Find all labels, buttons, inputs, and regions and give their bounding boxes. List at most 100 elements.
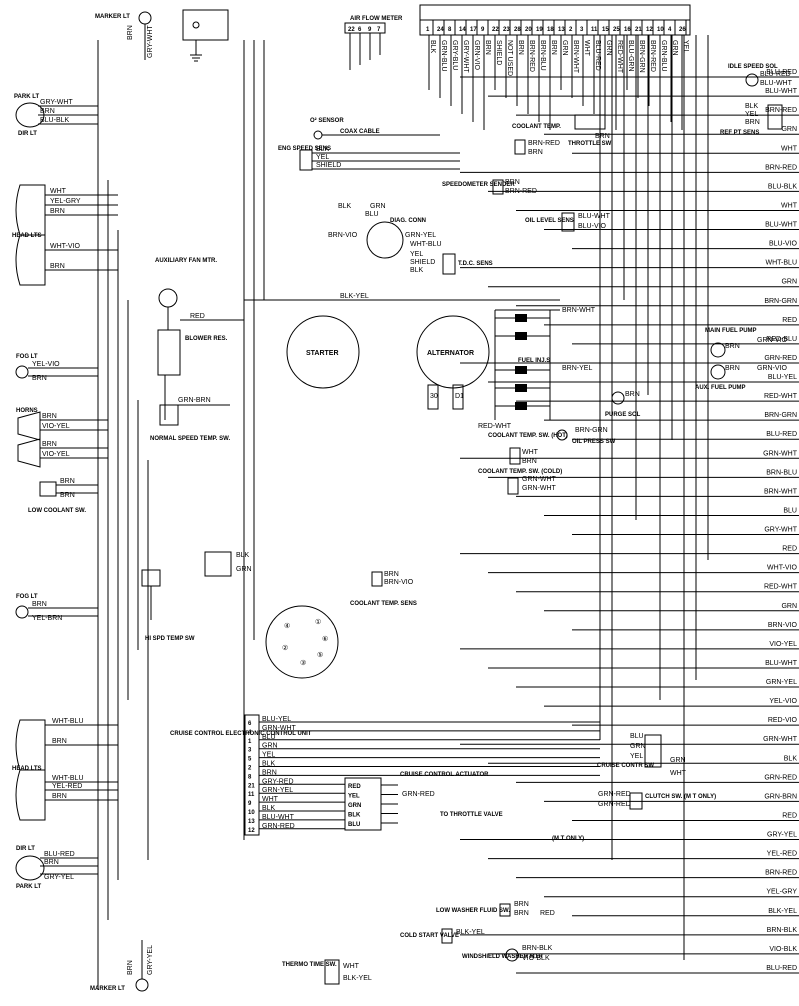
right-wire-label: BLU-RED <box>766 431 797 438</box>
right-wire-label: RED <box>782 812 797 819</box>
actuator-pin: RED <box>348 784 361 790</box>
cruise-actuator: CRUISE CONTROL ACTUATOR REDYELGRNBLKBLU … <box>344 772 503 831</box>
fog-lt-1: FOG LT YEL-VIO BRN <box>15 354 98 382</box>
right-wire-label: BRN-GRN <box>764 412 797 419</box>
right-wire-label: GRN <box>781 279 797 286</box>
actuator-pin: BLK <box>348 813 361 819</box>
cruise-contr-sw: BLU GRN YEL GRN WHT CRUISE CONTR SW <box>597 733 687 777</box>
washer-mtr-label: WINDSHIELD WASHER MTR <box>462 954 543 960</box>
svg-text:BRN: BRN <box>52 793 67 800</box>
alternator: ALTERNATOR 30 D1 <box>416 315 490 410</box>
connector-pin: 2 <box>569 27 573 33</box>
dir-park-bottom: DIR LT PARK LT BLU-RED BRN GRY-YEL <box>15 846 98 890</box>
svg-text:BRN: BRN <box>625 391 640 398</box>
hi-spd-temp-sw: HI SPD TEMP SW <box>141 569 195 642</box>
cruise-pin-number: 5 <box>248 757 252 763</box>
svg-text:BLK: BLK <box>410 267 424 274</box>
right-wire-label: BRN-BLU <box>766 469 797 476</box>
svg-text:BRN-YEL: BRN-YEL <box>562 365 592 372</box>
coolant-temp: COOLANT TEMP. BRN-RED BRN <box>512 124 561 156</box>
svg-text:BRN: BRN <box>725 343 740 350</box>
right-wire-label: BLU-BLK <box>768 183 798 190</box>
connector-pin: 13 <box>558 27 565 33</box>
connector-pin: 12 <box>646 27 653 33</box>
svg-text:①: ① <box>315 618 321 626</box>
connector-pin: 1 <box>426 27 430 33</box>
svg-text:RED: RED <box>190 313 205 320</box>
right-wire-label: BRN-VIO <box>768 622 798 629</box>
svg-text:GRN: GRN <box>370 203 386 210</box>
svg-text:GRN-YEL: GRN-YEL <box>405 232 436 239</box>
svg-text:GRN: GRN <box>236 566 252 573</box>
right-wire-label: BRN-GRN <box>764 298 797 305</box>
cruise-pin-number: 11 <box>248 792 255 798</box>
idle-speed-sol: IDLE SPEED SOL BLU-RED BLU-WHT <box>728 64 793 87</box>
horns-label: HORNS <box>16 408 38 414</box>
right-wire-label: GRN-RED <box>764 774 797 781</box>
connector-pin: 21 <box>635 27 642 33</box>
right-wire-label: BRN-RED <box>765 870 797 877</box>
svg-text:BRN: BRN <box>50 263 65 270</box>
starter-label: STARTER <box>306 350 339 357</box>
connector-wire-label: YEL <box>682 40 689 53</box>
right-wire-label: RED-BLU <box>766 336 797 343</box>
cruise-pin-number: 2 <box>248 766 252 772</box>
svg-text:BRN: BRN <box>522 458 537 465</box>
cruise-pin-wire: BLK <box>262 805 276 812</box>
svg-text:BLU: BLU <box>365 211 379 218</box>
svg-text:WHT-VIO: WHT-VIO <box>50 243 80 250</box>
svg-text:SHIELD: SHIELD <box>410 259 435 266</box>
connector-wire-label: GRN-BLU <box>660 40 667 72</box>
connector-pin: 28 <box>514 27 521 33</box>
right-wire-label: BLU-WHT <box>765 88 798 95</box>
connector-pin: 15 <box>602 27 609 33</box>
right-wire-label: BLU-RED <box>766 69 797 76</box>
svg-text:WHT-BLU: WHT-BLU <box>52 775 84 782</box>
oil-press-label: OIL PRESS SW <box>572 439 616 445</box>
svg-text:GRN: GRN <box>670 757 686 764</box>
coolant-temp-label: COOLANT TEMP. <box>512 124 561 130</box>
svg-text:BRN-RED: BRN-RED <box>528 140 560 147</box>
right-wire-label: RED-VIO <box>768 717 798 724</box>
cruise-pin-number: 8 <box>248 774 252 780</box>
coolant-hot-label: COOLANT TEMP. SW. (HOT) <box>488 433 568 439</box>
right-wire-label: BRN-RED <box>765 107 797 114</box>
cruise-pin-wire: WHT <box>262 796 279 803</box>
right-wire-label: GRN-BRN <box>764 793 797 800</box>
svg-text:BRN: BRN <box>528 149 543 156</box>
fuel-injector <box>515 314 527 322</box>
eng-speed-label: ENG SPEED SENS <box>278 146 331 152</box>
main-fuel-pump-label: MAIN FUEL PUMP <box>705 328 757 334</box>
connector-wire-label: BRN <box>517 40 524 55</box>
right-wire-label: WHT <box>781 145 798 152</box>
svg-text:BRN: BRN <box>505 179 520 186</box>
cruise-pin-number: 13 <box>248 819 255 825</box>
o2-sensor: O² SENSOR COAX CABLE <box>310 117 440 140</box>
low-washer-label: LOW WASHER FLUID SW. <box>436 908 510 914</box>
svg-text:⑤: ⑤ <box>317 651 323 659</box>
purge-sol-label: PURGE SOL <box>605 412 641 418</box>
connector-pin: 3 <box>580 27 584 33</box>
cruise-pin-wire: GRN-WHT <box>262 725 297 732</box>
svg-text:GRN-VIO: GRN-VIO <box>757 365 788 372</box>
low-coolant-sw: BRN BRN LOW COOLANT SW. <box>28 478 98 514</box>
connector-wire-label: BRN-BLU <box>539 40 546 71</box>
diag-conn-label: DIAG. CONN <box>390 218 426 224</box>
svg-text:BRN: BRN <box>745 119 760 126</box>
connector-wire-label: GRY-WHT <box>462 40 469 73</box>
right-wire-label: WHT-BLU <box>766 260 798 267</box>
svg-text:30: 30 <box>430 393 438 400</box>
svg-text:④: ④ <box>284 622 290 630</box>
head-lts-bottom: HEAD LTS WHT-BLU BRN WHT-BLU YEL-RED BRN <box>12 718 118 821</box>
connector-pin: 18 <box>547 27 554 33</box>
svg-text:GRY-WHT: GRY-WHT <box>40 99 73 106</box>
hi-spd-sw-label: HI SPD TEMP SW <box>145 636 195 642</box>
svg-text:GRN-RED: GRN-RED <box>402 791 435 798</box>
right-wire-label: BLU-YEL <box>768 374 797 381</box>
svg-text:BLU-WHT: BLU-WHT <box>760 80 793 87</box>
air-flow-meter: AIR FLOW METER 22 6 9 7 <box>344 16 403 70</box>
speedometer-sender: SPEEDOMETER SENDER BRN BRN-RED <box>442 179 537 195</box>
starter: STARTER BLK-YEL <box>244 293 560 389</box>
svg-text:VIO-YEL: VIO-YEL <box>42 423 70 430</box>
cruise-pin-number: 21 <box>248 783 255 789</box>
